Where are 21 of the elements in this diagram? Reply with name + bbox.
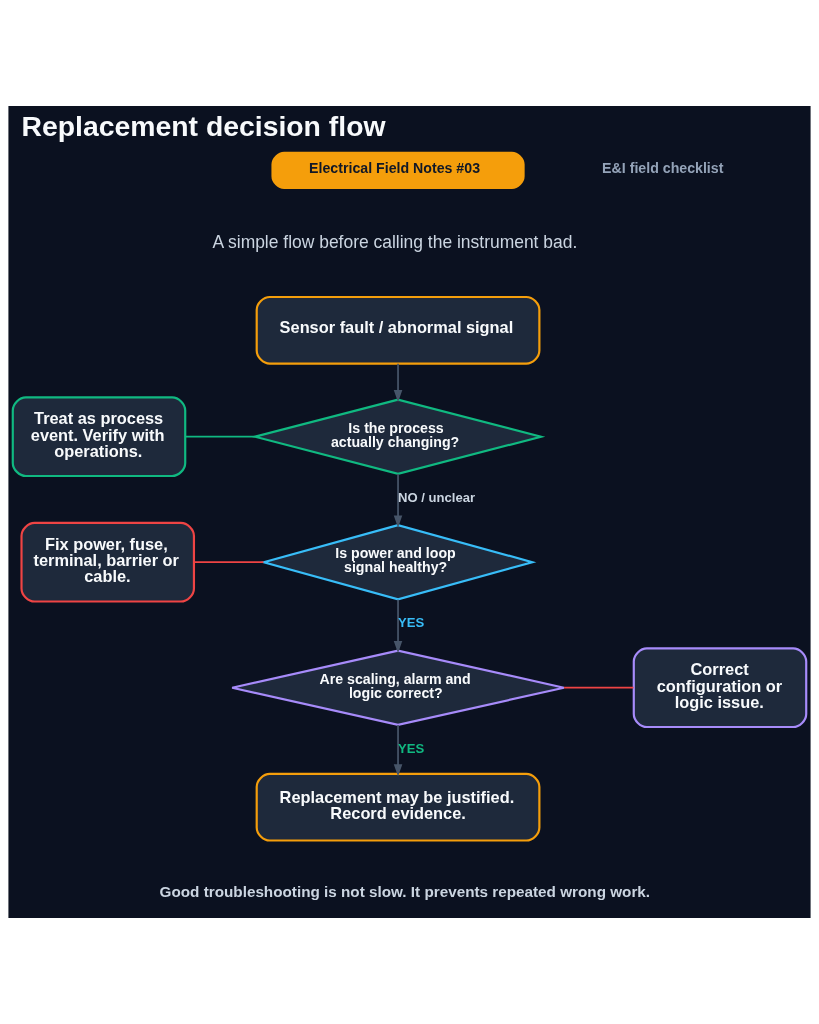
arrow xyxy=(393,362,403,403)
arrow xyxy=(393,598,403,654)
arrow xyxy=(393,724,403,777)
edge-label: NO / unclear xyxy=(398,489,476,505)
node-box: Fix power, fuse, terminal, barrier or cable. xyxy=(20,521,196,603)
node-box: Treat as process event. Verify with operations. xyxy=(11,396,187,478)
node-box: Replacement may be justified. Record evidence. xyxy=(255,772,541,842)
node-diamond: Are scaling, alarm and logic correct? xyxy=(231,649,565,726)
node-box: Sensor fault / abnormal signal xyxy=(255,295,541,365)
label: Good troubleshooting is not slow. It prevents repeated wrong work. xyxy=(159,882,651,900)
node-box: Electrical Field Notes #03 xyxy=(271,151,525,189)
connector xyxy=(193,561,265,564)
label: E&I field checklist xyxy=(602,160,724,177)
edge-label: YES xyxy=(398,615,425,631)
node-box: Correct configuration or logic issue. xyxy=(632,647,808,729)
connector xyxy=(563,686,635,689)
label: A simple flow before calling the instrument bad. xyxy=(212,231,578,252)
connector xyxy=(184,435,256,438)
edge-label: YES xyxy=(398,740,425,756)
arrow xyxy=(393,473,403,528)
diagram-title: Replacement decision flow xyxy=(21,110,386,143)
